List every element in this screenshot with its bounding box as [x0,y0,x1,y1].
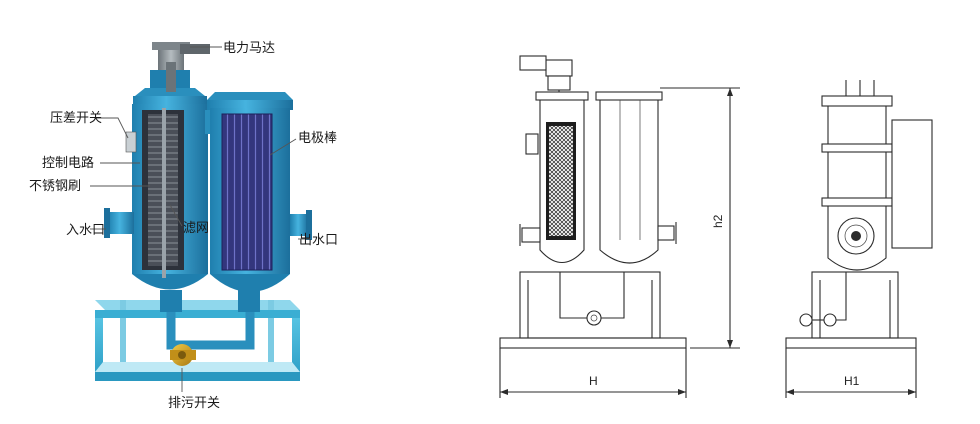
label-steel-brush: 不锈钢刷 [29,179,81,194]
label-electrode: 电极棒 [298,131,337,146]
motor [152,42,210,92]
label-outlet: 出水口 [299,233,338,248]
label-inlet: 入水口 [66,223,105,238]
label-control-circuit: 控制电路 [42,155,94,171]
label-pressure-switch: 压差开关 [50,111,102,126]
left-vessel [104,70,227,312]
pressure-switch-box [125,131,137,153]
side-elevation-drawing: H1 [785,80,933,398]
front-elevation-drawing: h2 H [499,55,740,398]
right-vessel [207,92,312,312]
label-drain-switch: 排污开关 [168,396,220,411]
drain-piping [166,312,255,366]
leader-lines [90,46,310,392]
dimension-height: h2 [711,214,725,228]
label-motor: 电力马达 [223,41,275,56]
filter-illustration: 电力马达 压差开关 控制电路 不锈钢刷 入水口 滤网 电极棒 出水口 排污开关 [29,41,338,411]
dimension-side-width: H1 [844,374,860,388]
dimension-width: H [589,374,598,388]
label-screen: 滤网 [183,221,209,236]
